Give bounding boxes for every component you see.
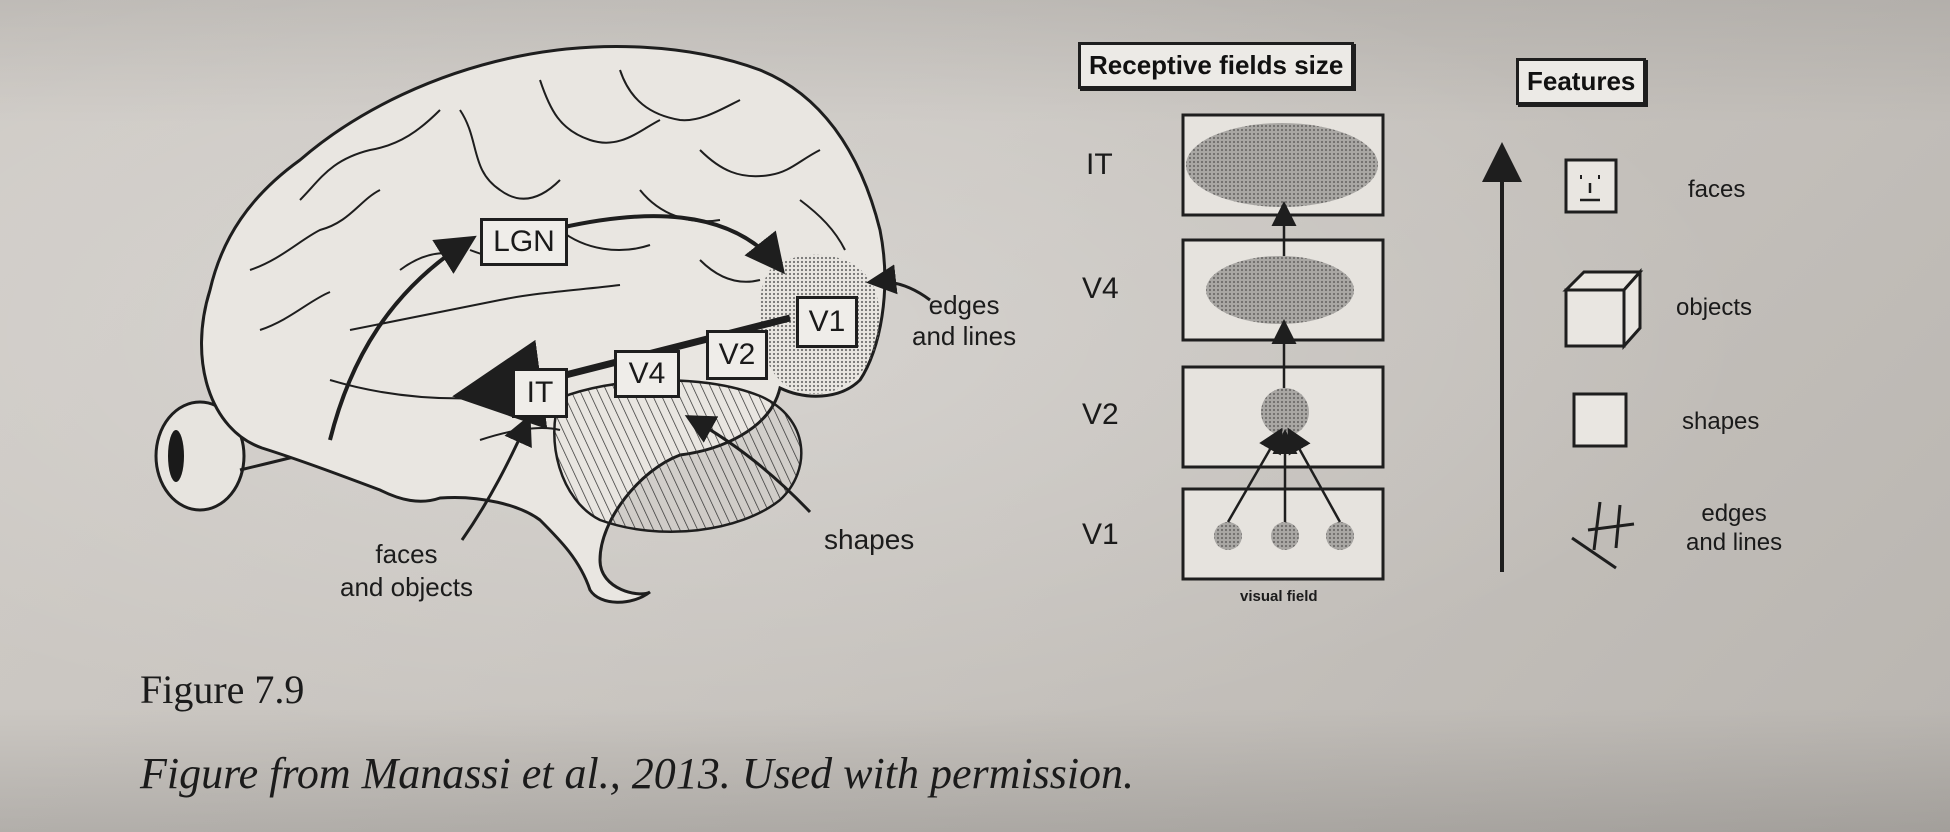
figure-number: Figure 7.9 <box>140 667 305 712</box>
area-lgn-label: LGN <box>493 225 555 258</box>
receptive-field-it <box>1186 123 1378 207</box>
feature-label-shapes: shapes <box>1682 408 1760 435</box>
annotation-shapes: shapes <box>824 524 915 555</box>
annotation-arrows <box>460 264 931 541</box>
level-label-it: IT <box>1086 148 1113 181</box>
level-label-v1: V1 <box>1082 518 1119 551</box>
area-v1-box: V1 <box>796 296 858 348</box>
area-v4-box: V4 <box>614 350 680 398</box>
face-icon <box>1564 158 1618 214</box>
area-v2-label: V2 <box>718 338 756 371</box>
feature-label-faces: faces <box>1688 176 1746 203</box>
edges-lines-icon <box>1571 501 1635 570</box>
annotation-faces-and-objects: faces and objects <box>340 539 473 602</box>
receptive-field-v4 <box>1206 256 1354 324</box>
area-lgn-box: LGN <box>480 218 568 266</box>
level-label-v4: V4 <box>1082 272 1119 305</box>
area-it-box: IT <box>512 368 568 418</box>
receptive-field-v2 <box>1261 388 1309 436</box>
square-icon <box>1572 392 1628 448</box>
level-label-v2: V2 <box>1082 398 1119 431</box>
figure-credit: Figure from Manassi et al., 2013. Used w… <box>140 749 1135 798</box>
area-it-label: IT <box>526 376 554 409</box>
feature-label-edges-and-lines: edges and lines <box>1686 500 1783 556</box>
visual-field-label: visual field <box>1240 588 1318 605</box>
receptive-field-v1-a <box>1214 522 1242 550</box>
area-v2-box: V2 <box>706 330 768 380</box>
receptive-field-v1-c <box>1326 522 1354 550</box>
receptive-fields-header: Receptive fields size <box>1078 42 1355 89</box>
cube-icon <box>1562 268 1644 350</box>
annotation-edges-and-lines: edges and lines <box>912 290 1017 352</box>
area-v4-label: V4 <box>628 357 666 390</box>
features-header: Features <box>1516 58 1647 105</box>
feature-label-objects: objects <box>1676 294 1753 321</box>
receptive-field-v1-b <box>1271 522 1299 550</box>
area-v1-label: V1 <box>808 305 846 338</box>
